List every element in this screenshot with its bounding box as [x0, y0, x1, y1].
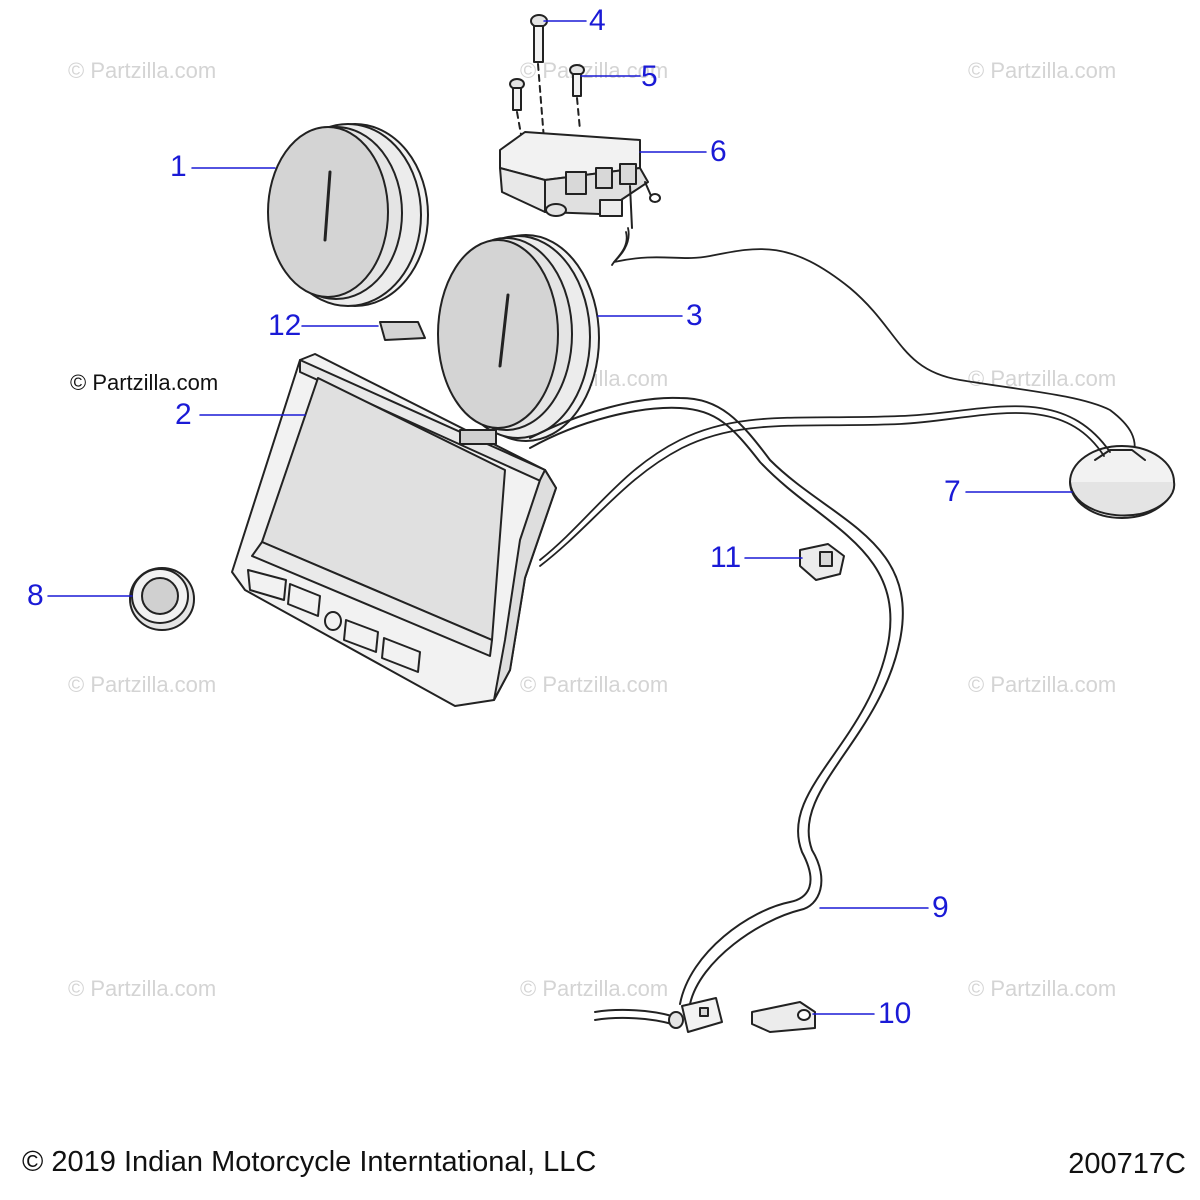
speaker-right [437, 234, 600, 442]
pad [379, 321, 426, 341]
callout-3: 3 [686, 299, 703, 332]
badge-cap [129, 567, 195, 631]
watermark: © Partzilla.com [520, 58, 669, 83]
callout-11: 11 [710, 541, 742, 574]
callout-10: 10 [878, 997, 912, 1030]
watermark: © Partzilla.com [68, 58, 217, 83]
watermark: © Partzilla.com [68, 976, 217, 1001]
usb-cap [751, 1001, 816, 1033]
watermark: © Partzilla.com [968, 976, 1117, 1001]
credit-text: © Partzilla.com [70, 370, 219, 395]
watermark: © Partzilla.com [968, 58, 1117, 83]
watermark: © Partzilla.com [520, 672, 669, 697]
antenna [1069, 445, 1176, 519]
callout-9: 9 [932, 891, 949, 924]
diagram-code: 200717C [1068, 1148, 1186, 1180]
watermark: © Partzilla.com [968, 672, 1117, 697]
watermark: © Partzilla.com [968, 366, 1117, 391]
callout-7: 7 [944, 475, 961, 508]
callout-4: 4 [589, 4, 606, 37]
usb-connector [594, 997, 723, 1033]
callout-6: 6 [710, 135, 727, 168]
callout-12: 12 [268, 309, 302, 342]
callout-8: 8 [27, 579, 44, 612]
clip [799, 543, 845, 581]
screws [509, 14, 585, 216]
display-unit [231, 353, 557, 707]
speaker-left [267, 123, 429, 307]
copyright-text: © 2019 Indian Motorcycle Interntational,… [22, 1146, 597, 1178]
callout-5: 5 [641, 60, 658, 93]
amplifier-module [499, 131, 661, 229]
watermark: © Partzilla.com [68, 672, 217, 697]
watermark: © Partzilla.com [520, 976, 669, 1001]
callout-1: 1 [170, 150, 187, 183]
callout-2: 2 [175, 398, 192, 431]
